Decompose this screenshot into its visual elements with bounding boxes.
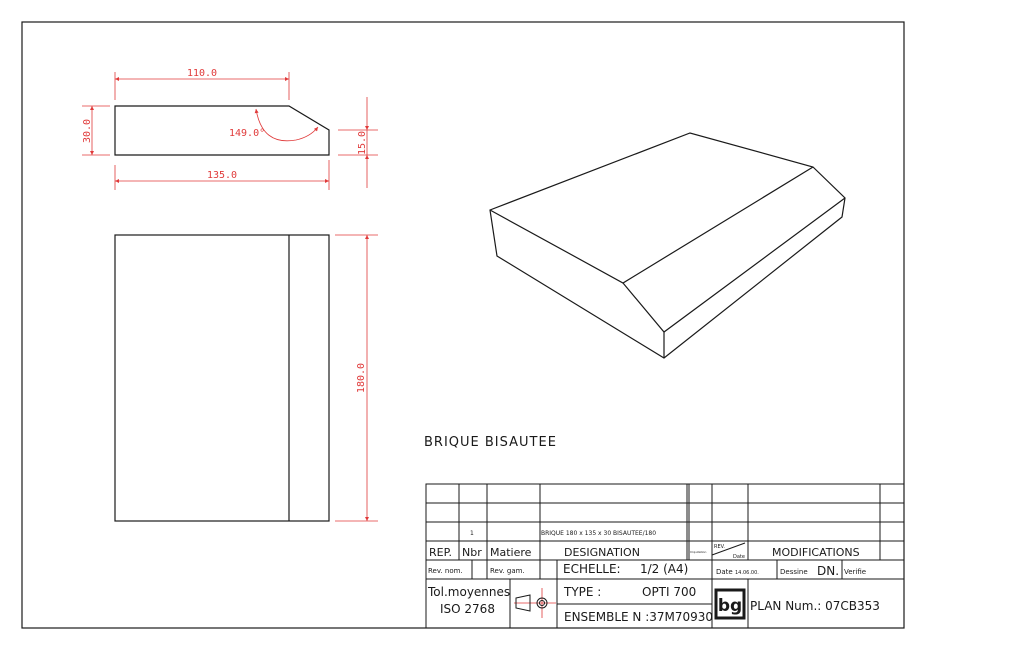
tolerance-line1: Tol.moyennes (427, 585, 510, 599)
sheet-border (21, 21, 905, 629)
isometric-view (489, 132, 846, 359)
dimension-angle: 149.0° (229, 108, 319, 142)
header-matiere: Matiere (490, 546, 532, 559)
row-rep: 1 (470, 530, 474, 537)
echelle-label: ECHELLE: (563, 562, 621, 576)
dimension-label: 110.0 (187, 68, 217, 79)
header-designation: DESIGNATION (564, 546, 640, 559)
header-rep: REP. (429, 546, 452, 559)
ensemble-number: ENSEMBLE N :37M70930 (564, 610, 713, 624)
type-label: TYPE : (563, 585, 601, 599)
row-designation: BRIQUE 180 x 135 x 30 BISAUTEE/180 (541, 530, 656, 537)
rev-nom: Rev. nom. (428, 567, 463, 575)
header-rev: REV. (714, 544, 725, 550)
header-imputation: Imputation (690, 550, 706, 554)
tolerance-line2: ISO 2768 (440, 602, 495, 616)
type-value: OPTI 700 (642, 585, 696, 599)
projection-symbol-icon (514, 588, 556, 618)
date-value: 14.06.00. (735, 570, 759, 576)
dessine-value: DN. (817, 564, 839, 578)
dessine-label: Dessine (780, 568, 808, 576)
front-profile (114, 105, 330, 156)
dimension-width: 180.0 (335, 234, 378, 522)
dimension-top-length: 110.0 (114, 68, 290, 100)
bg-logo: bg (714, 588, 746, 620)
echelle-value: 1/2 (A4) (640, 562, 688, 576)
dimension-thickness: 30.0 (82, 105, 110, 156)
front-view: 110.0 30.0 149.0° 15.0 135.0 (82, 68, 378, 190)
dimension-bevel-height: 15.0 (338, 97, 378, 188)
verifie-label: Verifie (844, 568, 866, 576)
title-block: 1 BRIQUE 180 x 135 x 30 BISAUTEE/180 REP… (425, 483, 905, 629)
dimension-label: 149.0° (229, 128, 265, 139)
header-modifications: MODIFICATIONS (772, 546, 860, 559)
dimension-label: 135.0 (207, 170, 237, 181)
date-label: Date (716, 568, 733, 576)
top-view: 180.0 (114, 234, 378, 522)
dimension-label: 180.0 (356, 363, 367, 393)
header-nbr: Nbr (462, 546, 482, 559)
dimension-label: 30.0 (82, 119, 93, 143)
top-outline (114, 234, 330, 522)
svg-text:bg: bg (718, 596, 742, 616)
dimension-label: 15.0 (357, 131, 368, 155)
header-date: Date (733, 554, 745, 560)
plan-number: PLAN Num.: 07CB353 (750, 599, 880, 613)
rev-gam: Rev. gam. (490, 567, 525, 575)
dimension-total-length: 135.0 (114, 160, 330, 190)
drawing-title: BRIQUE BISAUTEE (424, 435, 557, 450)
